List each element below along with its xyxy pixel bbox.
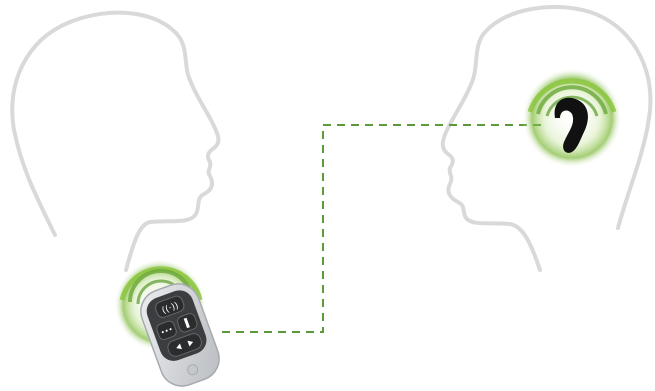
left-head-outline bbox=[12, 13, 218, 270]
wireless-link-line bbox=[222, 125, 545, 332]
earpiece-signal-icon bbox=[522, 68, 622, 168]
remote-microphone-icon: ((·)) ••• bbox=[135, 278, 226, 391]
